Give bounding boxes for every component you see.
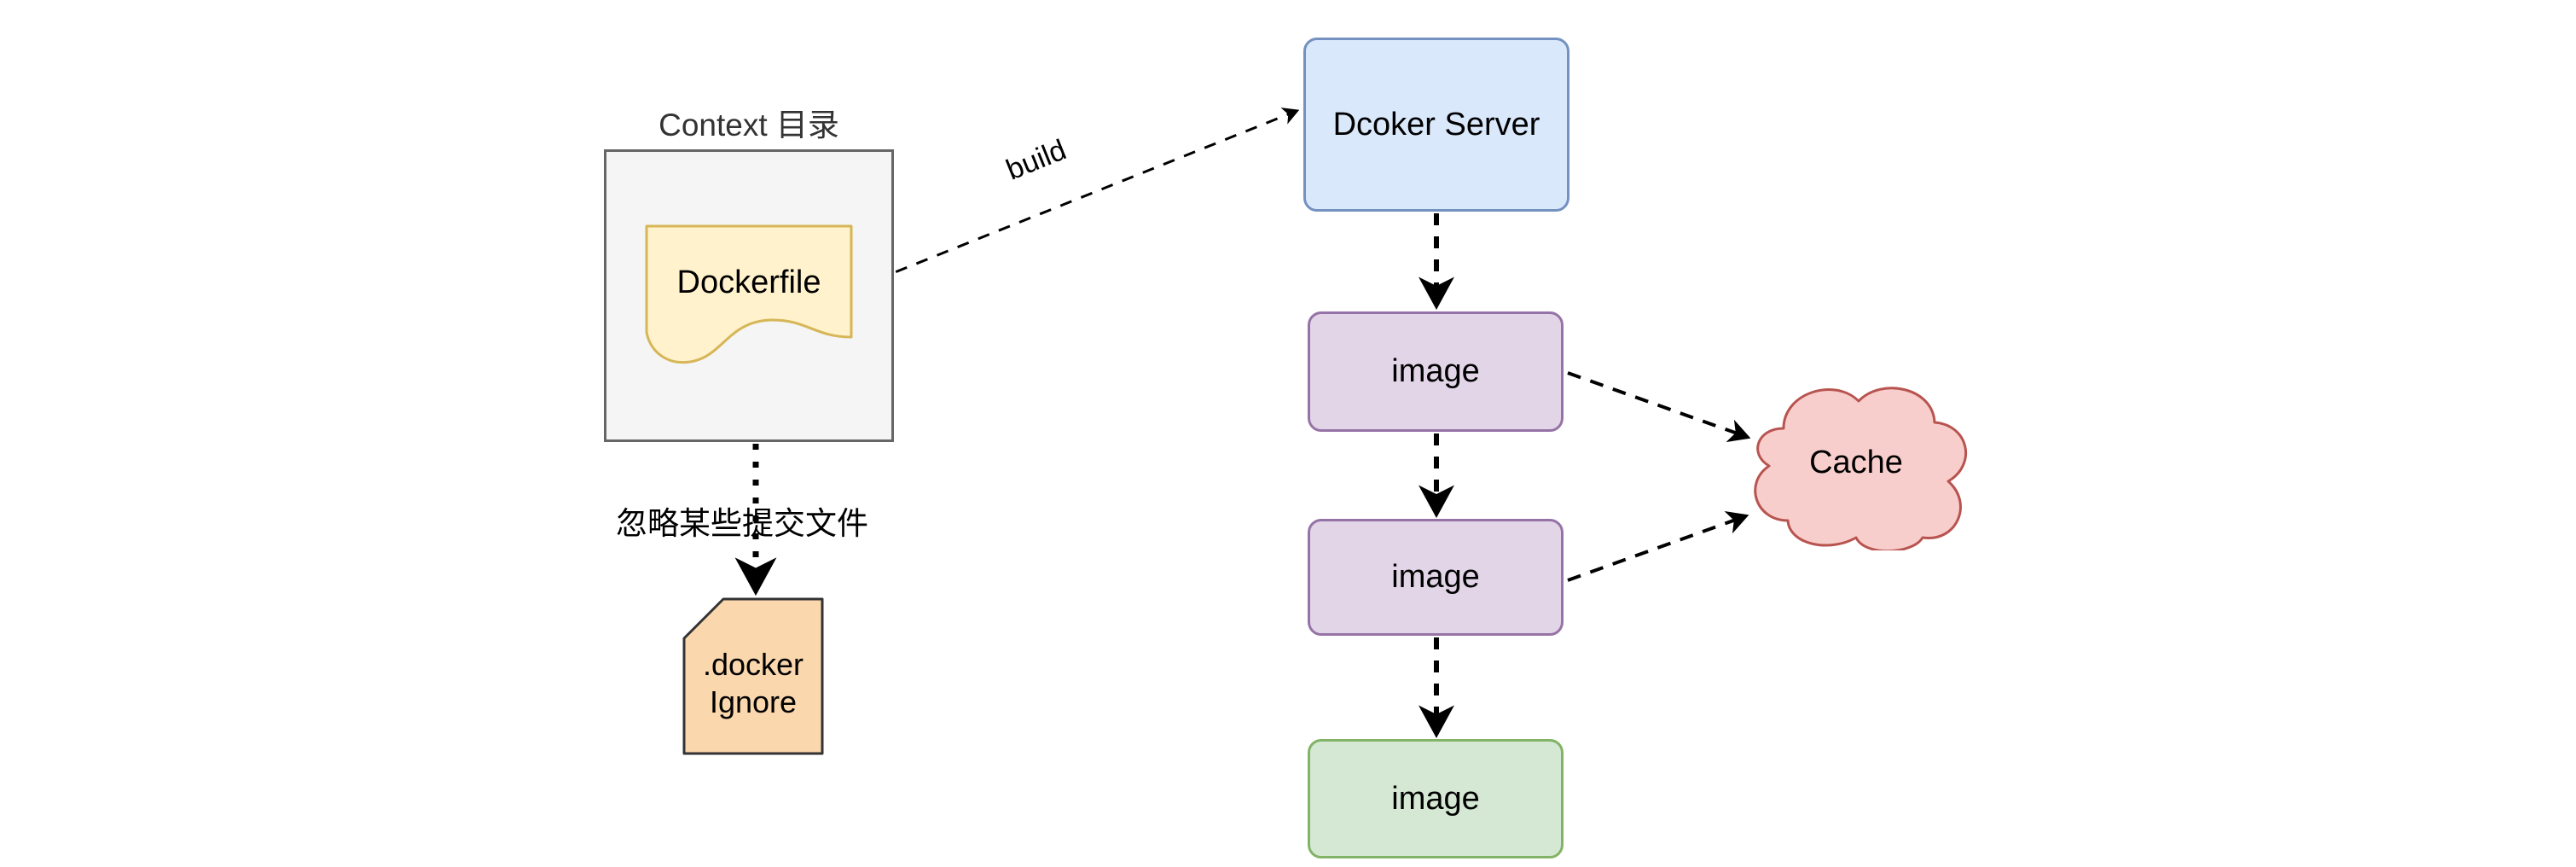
dockerignore-label: .docker Ignore <box>703 632 804 721</box>
dockerfile-label: Dockerfile <box>676 265 821 300</box>
document-shape-icon <box>645 224 853 364</box>
build-edge-label: build <box>1001 133 1071 187</box>
image-node-3[interactable]: image <box>1308 739 1564 858</box>
cache-node[interactable]: Cache <box>1737 375 1976 550</box>
edge-image2-to-cache <box>1567 510 1749 582</box>
cache-label: Cache <box>1809 445 1903 480</box>
note-shape-icon <box>682 597 824 755</box>
image-node-3-label: image <box>1391 780 1480 817</box>
docker-server-label: Dcoker Server <box>1332 106 1540 143</box>
context-directory-title: Context 目录 <box>659 108 839 143</box>
image-node-2-label: image <box>1391 559 1480 595</box>
ignore-files-note: 忽略某些提交文件 <box>616 506 868 541</box>
dockerignore-node[interactable]: .docker Ignore <box>682 597 824 755</box>
image-node-2[interactable]: image <box>1308 519 1564 636</box>
dockerfile-node[interactable]: Dockerfile <box>645 224 853 365</box>
edge-image1-to-cache <box>1567 371 1751 443</box>
dockerignore-line-1: .docker <box>702 646 804 682</box>
dockerignore-line-2: Ignore <box>709 684 798 719</box>
image-node-1[interactable]: image <box>1308 311 1564 432</box>
cloud-shape-icon <box>1754 387 1968 550</box>
docker-server-node[interactable]: Dcoker Server <box>1303 38 1569 212</box>
edge-dockerfile-to-server <box>854 108 1300 290</box>
image-node-1-label: image <box>1391 353 1480 389</box>
